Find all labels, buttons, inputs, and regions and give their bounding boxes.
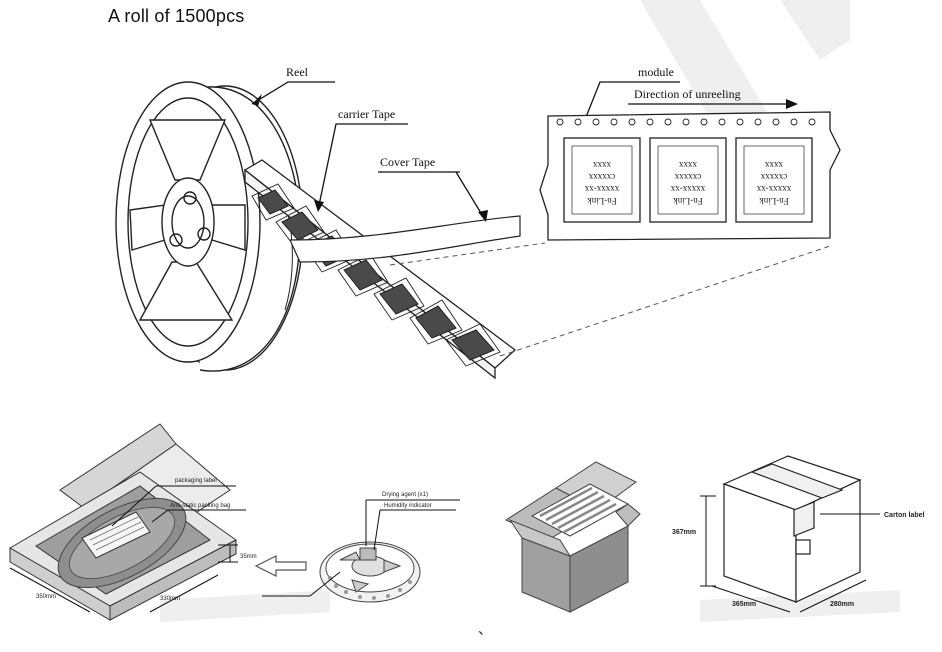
box-labels: packaging label Anti-static packing bag … [36,478,257,602]
cover-label: Cover Tape [380,155,435,169]
module-chip-text: cxxxxx [588,172,615,182]
projection-lines [389,242,831,357]
module-chip-1: Fn-Link xxxxx-xx cxxxxx xxxx [563,137,641,223]
closed-carton-leaders [700,495,880,613]
module-chip-text: xxxx [593,160,612,170]
antistatic-label: Anti-static packing bag [170,503,230,509]
module-chip-text: xxxxx-xx [670,184,705,194]
module-chip-text: cxxxxx [674,172,701,182]
small-reel-leaders [262,499,460,597]
left-arrow [254,555,307,577]
module-chip-text: xxxx [765,160,784,170]
module-chip-text: xxxx [679,160,698,170]
module-chip-3: Fn-Link xxxxx-xx cxxxxx xxxx [735,137,813,223]
module-label: module [638,65,674,79]
dim-350b: 330mm [160,596,180,602]
stray-mark: 、 [478,622,492,638]
module-chip-2: Fn-Link xxxxx-xx cxxxxx xxxx [649,137,727,223]
carrier-label: carrier Tape [338,107,395,121]
box-leaders [9,485,246,613]
page-title: A roll of 1500pcs [108,6,245,26]
closed-carton [722,455,862,603]
packaging-label: packaging label [175,478,217,484]
module-chip-text: Fn-Link [587,196,617,206]
label-leaders [251,81,790,219]
carton-label: Carton label [884,512,925,519]
module-chip-text: cxxxxx [760,172,787,182]
dim-367: 367mm [672,529,696,536]
packing-box [9,423,237,621]
cover-tape [289,215,521,263]
reel-text: Reel carrier Tape Cover Tape module Dire… [286,65,741,169]
module-chip-text: Fn-Link [673,196,703,206]
dim-280: 280mm [830,601,854,608]
small-reel-labels: Drying agent (x1) Humidity indicator [382,492,432,509]
humidity-indicator-label: Humidity indicator [384,503,432,509]
dim-365: 365mm [732,601,756,608]
direction-label: Direction of unreeling [634,87,741,101]
module-chips: Fn-Link xxxxx-xx cxxxxx xxxx Fn-Link xxx… [563,137,813,223]
drying-agent-label: Drying agent (x1) [382,492,428,498]
label-sticker-lines [89,516,145,551]
small-reel [319,541,421,603]
sprocket-holes [556,118,816,126]
dim-35: 35mm [240,554,257,560]
module-chip-text: xxxxx-xx [756,184,791,194]
reel-label: Reel [286,65,309,79]
carton-reels [539,486,617,534]
closed-carton-labels: 367mm 365mm 280mm Carton label [672,512,925,608]
module-chip-text: Fn-Link [759,196,789,206]
module-chip-text: xxxxx-xx [584,184,619,194]
reel [115,81,304,372]
open-carton [504,461,641,613]
dim-350a: 350mm [36,594,56,600]
